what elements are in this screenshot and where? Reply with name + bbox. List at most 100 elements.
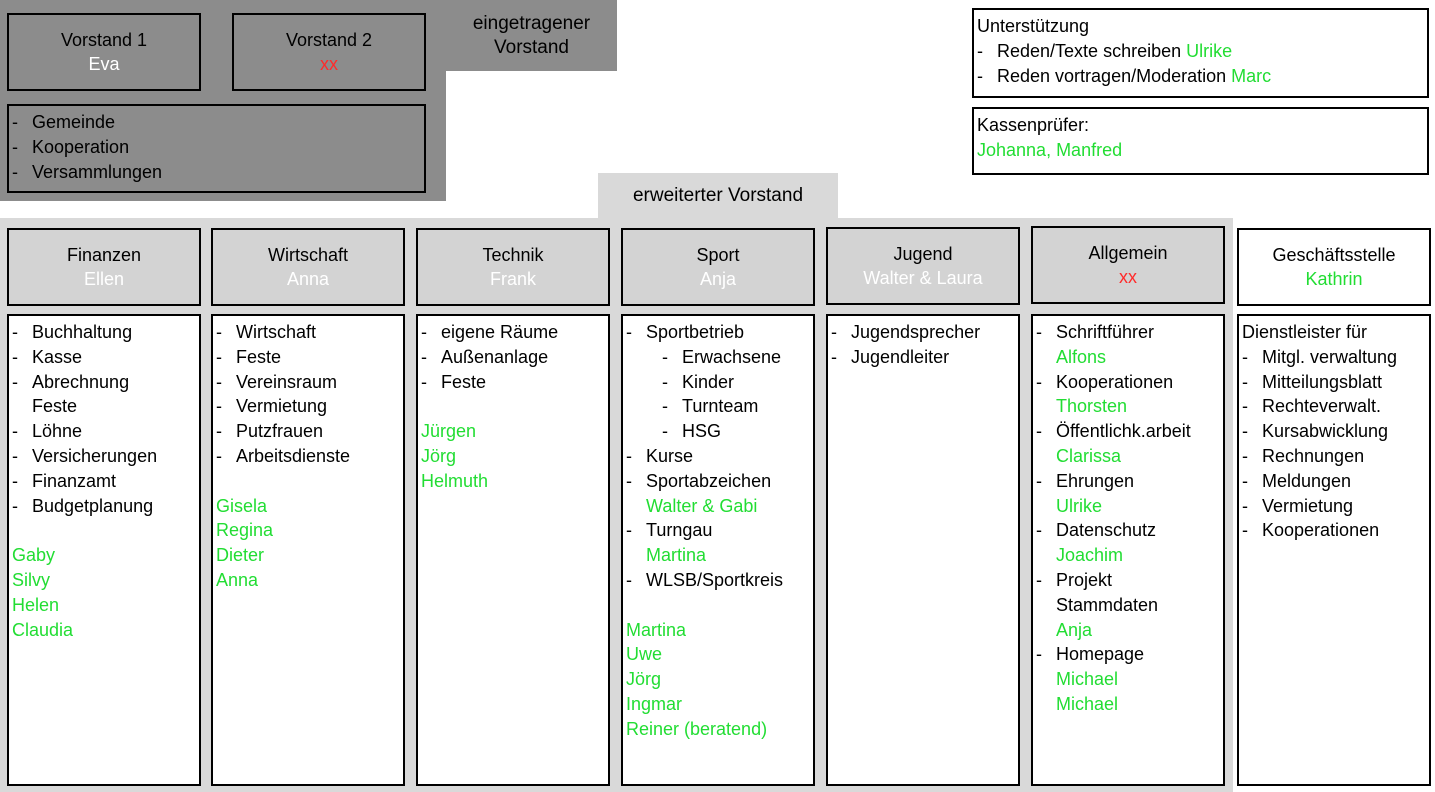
unterstuetzung-item: -Reden/Texte schreiben Ulrike (977, 40, 1233, 61)
task-item: -Mitgl. verwaltung (1242, 346, 1398, 367)
eingetragener-vorstand-label-background (446, 0, 617, 71)
department-intro: Dienstleister für (1242, 322, 1368, 342)
department-lead: xx (1119, 267, 1137, 287)
department-title: Allgemein (1088, 243, 1168, 263)
person-name: Thorsten (1056, 396, 1128, 417)
task-item: -Öffentlichk.arbeit (1036, 421, 1191, 442)
person-name: Martina (626, 619, 687, 640)
department-title: Geschäftsstelle (1272, 245, 1396, 265)
department-lead: Kathrin (1305, 269, 1363, 289)
task-item: -Budgetplanung (12, 495, 154, 516)
vorstand-task: -Versammlungen (12, 161, 163, 182)
vorstand-2-name: xx (320, 54, 338, 74)
task-item: -Kurse (626, 445, 694, 466)
vorstand-1-name: Eva (88, 54, 120, 74)
vorstand-task: -Kooperation (12, 136, 130, 157)
department-header: Allgemein xx (1031, 226, 1225, 304)
spacer (626, 593, 813, 618)
task-item: -Putzfrauen (216, 421, 324, 442)
person-name: Alfons (1056, 346, 1107, 367)
unterstuetzung-title: Unterstützung (977, 16, 1090, 36)
task-item: -eigene Räume (421, 322, 559, 342)
department-body: -Sportbetrieb-Erwachsene-Kinder-Turnteam… (621, 314, 815, 786)
task-item: -Turngau (626, 520, 713, 541)
department-body: -Wirtschaft-Feste-Vereinsraum-Vermietung… (211, 314, 405, 786)
department-title: Sport (696, 245, 740, 265)
task-item: -Wirtschaft (216, 322, 317, 342)
task-subitem: -HSG (662, 421, 722, 442)
task-item: -Ehrungen (1036, 470, 1135, 491)
task-subitem: -Erwachsene (662, 346, 782, 367)
person-name: Jörg (421, 445, 457, 466)
task-item: -Buchhaltung (12, 322, 133, 342)
task-item: -Kooperationen (1242, 520, 1380, 541)
person-name: Silvy (12, 569, 51, 590)
person-name: Anja (1056, 619, 1093, 640)
person-name: Reiner (beratend) (626, 718, 768, 739)
person-name: Ingmar (626, 693, 683, 714)
task-item: -Kasse (12, 346, 83, 367)
person-name: Dieter (216, 545, 265, 566)
person-name: Gisela (216, 495, 268, 516)
task-item-continuation: Feste (32, 396, 78, 417)
erweiterter-vorstand-label: erweiterter Vorstand (632, 185, 804, 206)
department-title: Jugend (893, 244, 953, 264)
task-item: -Abrechnung (12, 371, 130, 392)
eingetragener-vorstand-label: eingetragener Vorstand (472, 12, 591, 58)
kassenpruefer-box: Kassenprüfer: Johanna, Manfred (972, 107, 1429, 175)
person-name: Jürgen (421, 421, 477, 442)
task-item: -Löhne (12, 421, 83, 442)
department-body: -Jugendsprecher-Jugendleiter (826, 314, 1020, 786)
person-name: Gaby (12, 545, 56, 566)
erweiterter-vorstand-background (0, 218, 1233, 792)
spacer (421, 394, 608, 419)
task-item: -Vereinsraum (216, 371, 338, 392)
department-lead: Frank (489, 269, 536, 289)
task-item: -Schriftführer (1036, 322, 1155, 342)
department-title: Wirtschaft (267, 245, 348, 265)
task-item: -Projekt (1036, 569, 1113, 590)
department-lead: Anna (286, 269, 330, 289)
person-name: Michael (1056, 693, 1119, 714)
vorstand-1-title: Vorstand 1 (60, 30, 148, 50)
department-lead: Anja (699, 269, 737, 289)
person-name: Helmuth (421, 470, 489, 491)
person-name: Claudia (12, 619, 74, 640)
task-item: -Meldungen (1242, 470, 1352, 491)
task-item: -WLSB/Sportkreis (626, 569, 784, 590)
spacer (12, 518, 199, 543)
task-item: -Sportabzeichen (626, 470, 772, 491)
person-name: Martina (646, 545, 707, 566)
task-item: -Datenschutz (1036, 520, 1157, 541)
task-item: -Rechteverwalt. (1242, 396, 1382, 417)
unterstuetzung-box: Unterstützung -Reden/Texte schreiben Ulr… (972, 8, 1429, 98)
person-name: Clarissa (1056, 445, 1122, 466)
department-body: Dienstleister für -Mitgl. verwaltung -Mitt… (1237, 314, 1431, 786)
task-item-continuation: Stammdaten (1056, 594, 1159, 615)
task-item: -Arbeitsdienste (216, 445, 351, 466)
department-lead: Ellen (83, 269, 125, 289)
task-item: -Feste (216, 346, 282, 367)
person-name: Walter & Gabi (646, 495, 758, 516)
vorstand-tasks-box: -Gemeinde -Kooperation -Versammlungen (7, 104, 426, 193)
task-item: -Sportbetrieb (626, 322, 745, 342)
task-item: -Außenanlage (421, 346, 549, 367)
vorstand-task: -Gemeinde (12, 112, 116, 132)
person-name: Uwe (626, 644, 663, 665)
department-lead: Walter & Laura (863, 268, 983, 288)
task-item: -Vermietung (1242, 495, 1354, 516)
task-item: -Finanzamt (12, 470, 117, 491)
task-item: -Versicherungen (12, 445, 158, 466)
task-subitem: -Kinder (662, 371, 735, 392)
person-name: Anna (216, 569, 259, 590)
task-item: -Kooperationen (1036, 371, 1174, 392)
vorstand-2-box: Vorstand 2 xx (232, 13, 426, 91)
person-name: Helen (12, 594, 60, 615)
person-name: Ulrike (1056, 495, 1103, 516)
task-item: -Mitteilungsblatt (1242, 371, 1383, 392)
